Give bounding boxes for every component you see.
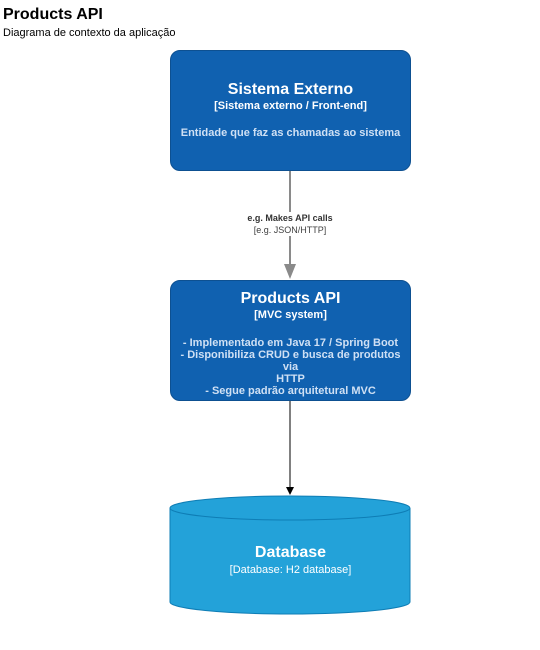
external-system-name: Sistema Externo <box>227 81 354 98</box>
products-api-name: Products API <box>240 290 341 307</box>
database-label[interactable]: Database [Database: H2 database] <box>170 544 411 577</box>
products-api-description-line: - Disponibiliza CRUD e busca de produtos… <box>180 349 401 373</box>
diagram-subtitle: Diagrama de contexto da aplicação <box>3 27 176 39</box>
database-technology: [Database: H2 database] <box>229 564 352 576</box>
external-system-description: Entidade que faz as chamadas ao sistema <box>180 127 401 139</box>
edge-technology-label: [e.g. JSON/HTTP] <box>253 225 327 235</box>
arrow-external-to-api-head <box>284 264 296 279</box>
external-system-technology: [Sistema externo / Front-end] <box>214 100 367 112</box>
products-api-description-line: - Segue padrão arquitetural MVC <box>205 385 376 397</box>
edge-relationship-label: e.g. Makes API calls <box>247 213 333 223</box>
products-api-box[interactable]: Products API [MVC system] - Implementado… <box>170 280 411 401</box>
database-cylinder <box>169 495 411 615</box>
products-api-description-line: - Implementado em Java 17 / Spring Boot <box>182 337 399 349</box>
edge-label-external-to-api: e.g. Makes API calls [e.g. JSON/HTTP] <box>200 212 380 236</box>
products-api-description-line: HTTP <box>276 373 305 385</box>
external-system-box[interactable]: Sistema Externo [Sistema externo / Front… <box>170 50 411 171</box>
products-api-technology: [MVC system] <box>254 309 327 321</box>
diagram-title: Products API <box>3 6 103 23</box>
database-name: Database <box>254 544 327 561</box>
arrow-api-to-database-head <box>286 487 294 495</box>
products-api-description: - Implementado em Java 17 / Spring Boot … <box>171 337 410 397</box>
